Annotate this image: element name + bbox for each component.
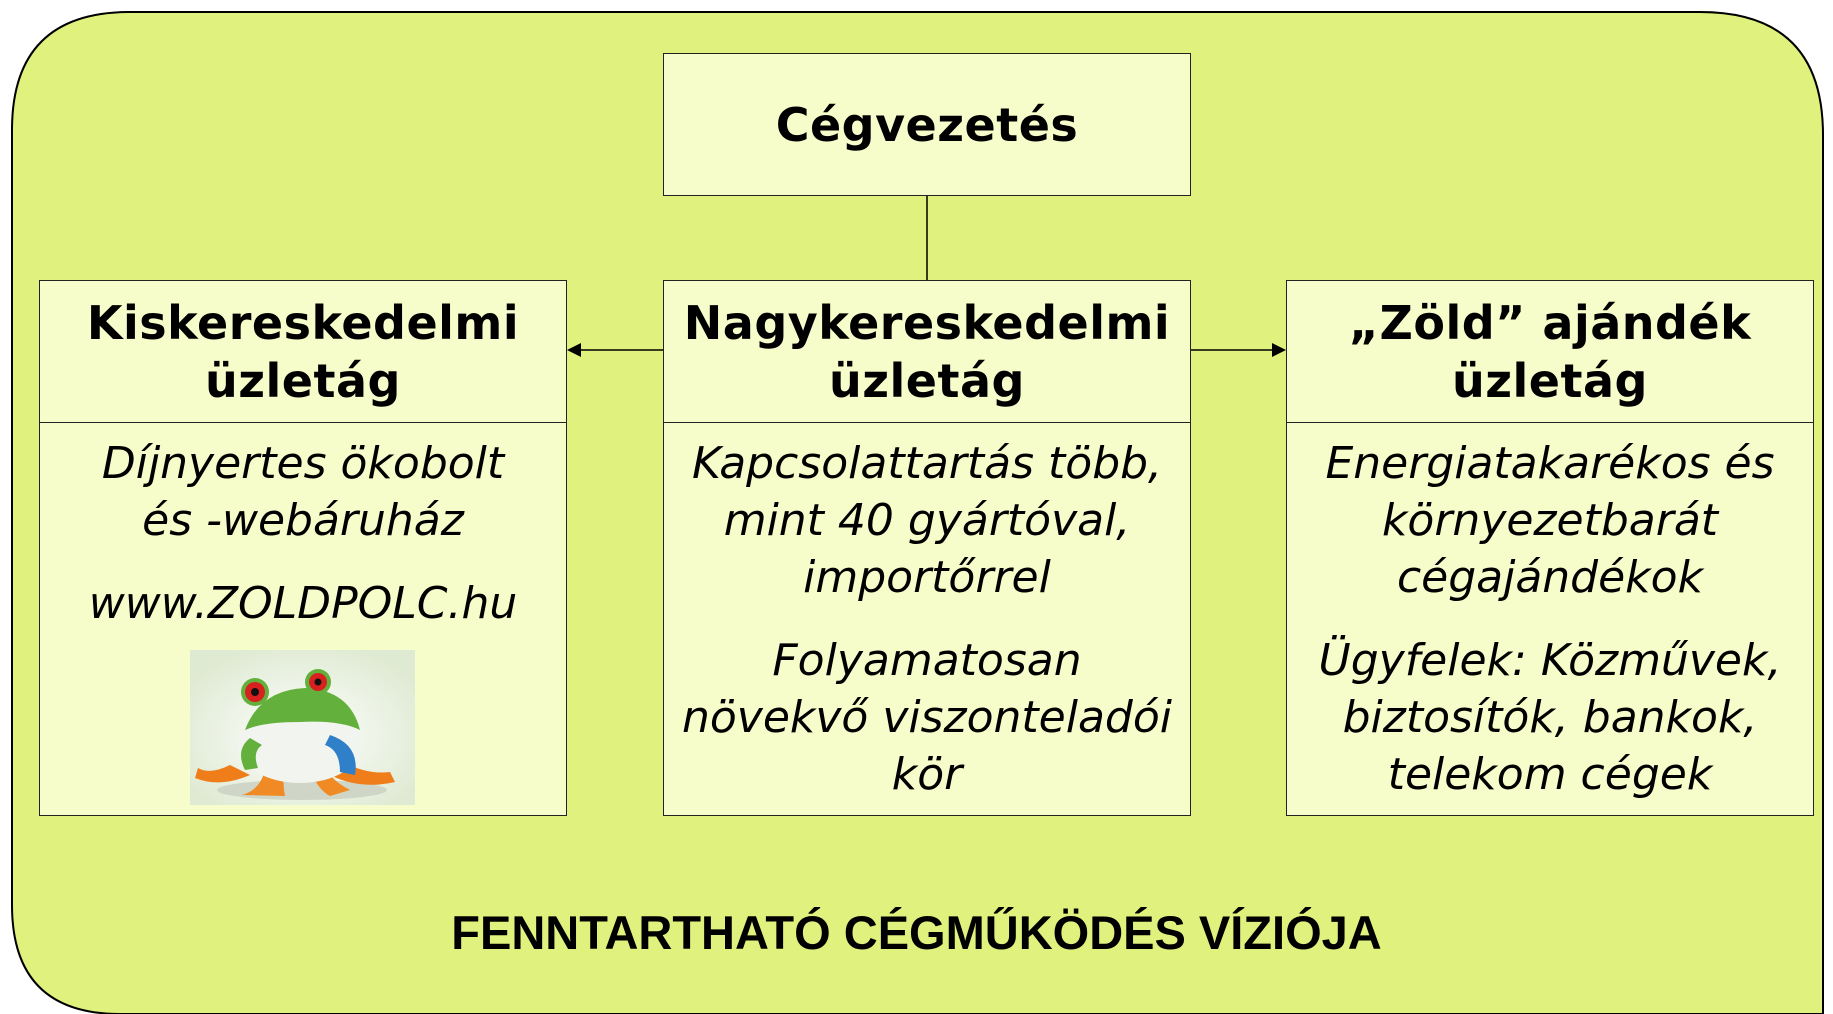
left-url: www.ZOLDPOLC.hu [88,578,518,629]
middle-p1-line1: Kapcsolattartás több, [691,438,1163,489]
right-p1-line1: Energiatakarékos és [1325,438,1775,489]
box-left-title: Kiskereskedelmi üzletág [39,280,567,423]
middle-p2-line2: növekvő viszonteladói [681,692,1172,743]
left-desc-line2: és -webáruház [142,495,464,546]
left-title-line2: üzletág [205,353,401,408]
box-right-title: „Zöld” ajándék üzletág [1286,280,1814,423]
middle-title-line2: üzletág [829,353,1025,408]
box-cegvezetes: Cégvezetés [663,53,1191,196]
middle-p1-line3: importőrrel [803,552,1051,603]
top-title: Cégvezetés [775,97,1079,152]
box-left-body: Díjnyertes ökobolt és -webáruház www.ZOL… [39,422,567,816]
middle-p1-line2: mint 40 gyártóval, [723,495,1131,546]
left-title-line1: Kiskereskedelmi [86,295,520,350]
right-p1-line2: környezetbarát [1381,495,1719,546]
middle-p2-line3: kör [891,749,963,800]
vision-caption: FENNTARTHATÓ CÉGMŰKÖDÉS VÍZIÓJA [451,906,1382,959]
right-title-line1: „Zöld” ajándék [1348,295,1752,350]
right-title-line2: üzletág [1452,353,1648,408]
left-desc-line1: Díjnyertes ökobolt [101,438,505,489]
right-p1-line3: cégajándékok [1396,552,1704,603]
middle-title-line1: Nagykereskedelmi [683,295,1171,350]
right-p2-line3: telekom cégek [1387,749,1713,800]
arrow-left-icon [567,343,581,357]
box-middle-body: Kapcsolattartás több, mint 40 gyártóval,… [663,422,1191,816]
middle-p2-line1: Folyamatosan [772,635,1082,686]
box-right-body: Energiatakarékos és környezetbarát cégaj… [1286,422,1814,816]
frog-photo-icon [190,650,415,805]
right-p2-line1: Ügyfelek: Közművek, [1318,635,1782,686]
box-middle-title: Nagykereskedelmi üzletág [663,280,1191,423]
arrow-right-icon [1272,343,1286,357]
right-p2-line2: biztosítók, bankok, [1342,692,1758,743]
